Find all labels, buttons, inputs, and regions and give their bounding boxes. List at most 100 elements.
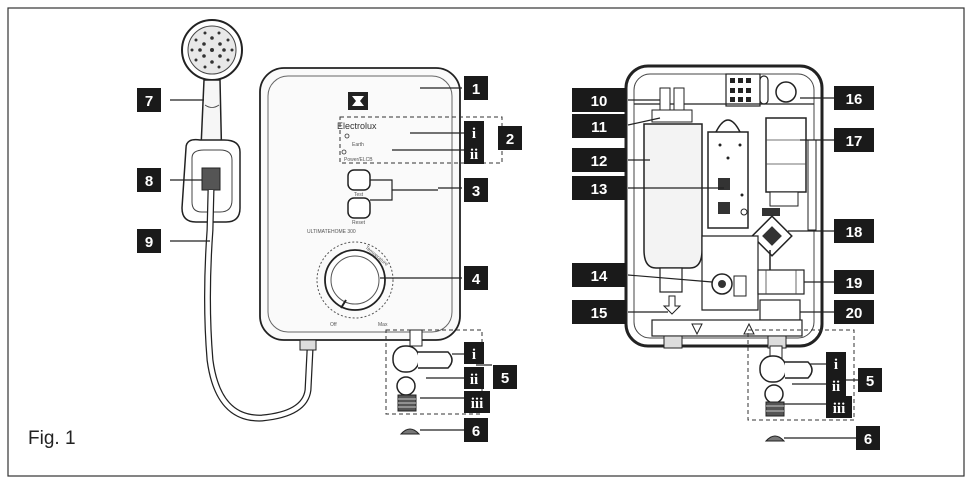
- power-indicator: [341, 149, 347, 155]
- reset-button: [347, 197, 371, 219]
- svg-text:6: 6: [864, 431, 872, 448]
- svg-text:2: 2: [506, 131, 514, 148]
- svg-text:9: 9: [145, 234, 153, 251]
- callout-16: [834, 86, 874, 110]
- svg-text:13: 13: [591, 181, 608, 198]
- svg-text:14: 14: [591, 268, 608, 285]
- callout-9: [137, 229, 161, 253]
- svg-text:18: 18: [846, 224, 863, 241]
- callout-11: [572, 114, 626, 138]
- callout-20: [834, 300, 874, 324]
- callout-18: [834, 219, 874, 243]
- svg-text:15: 15: [591, 305, 608, 322]
- svg-text:ii: ii: [470, 147, 478, 163]
- svg-text:iii: iii: [471, 396, 484, 412]
- callout-5-iii: [464, 391, 490, 413]
- heating-terminals: [651, 109, 693, 123]
- test-button: [347, 169, 371, 191]
- svg-text:ii: ii: [832, 379, 840, 395]
- callout-5r-i: [826, 352, 846, 374]
- svg-text:12: 12: [591, 153, 608, 170]
- svg-text:5: 5: [501, 370, 509, 387]
- inlet-fitting-right: [759, 345, 813, 417]
- svg-text:4: 4: [472, 271, 481, 288]
- callout-5-i: [464, 342, 484, 364]
- inlet-fitting-left: [392, 329, 453, 412]
- svg-text:20: 20: [846, 305, 863, 322]
- callout-13: [572, 176, 626, 200]
- hose-outlet: [299, 339, 317, 351]
- temperature-knob: [324, 249, 386, 311]
- knob-scale: [316, 241, 394, 319]
- svg-text:8: 8: [145, 173, 153, 190]
- heater-interior: [624, 64, 824, 349]
- callout-3: [464, 178, 488, 202]
- svg-text:i: i: [834, 357, 838, 373]
- callout-2-ii: [464, 142, 484, 164]
- max-label: Max: [378, 322, 388, 328]
- flow-switch-housing: [701, 235, 759, 311]
- model-label: ULTIMATEHOME 300: [307, 229, 356, 235]
- cable-entry: [775, 81, 797, 103]
- svg-text:i: i: [472, 347, 476, 363]
- earth-indicator: [344, 133, 350, 139]
- svg-text:7: 7: [145, 93, 153, 110]
- figure-frame: [7, 7, 965, 477]
- power-elcb-label: Power/ELCB: [344, 157, 373, 163]
- elcb-module: [765, 117, 807, 193]
- washer-right: [764, 435, 786, 442]
- callout-5: [493, 365, 517, 389]
- callout-6r: [856, 426, 880, 450]
- callout-1: [464, 76, 488, 100]
- svg-text:6: 6: [472, 423, 480, 440]
- inlet-filter: [759, 299, 801, 321]
- svg-text:ii: ii: [470, 372, 478, 388]
- test-label: Test: [354, 192, 364, 198]
- inlet-dashed-box-right: [747, 329, 855, 421]
- washer-left: [399, 428, 421, 435]
- leader-lines-left: [170, 87, 492, 431]
- callout-19: [834, 270, 874, 294]
- leader-lines-right: [627, 97, 858, 439]
- svg-text:17: 17: [846, 133, 863, 150]
- svg-text:3: 3: [472, 183, 480, 200]
- svg-text:iii: iii: [833, 401, 846, 417]
- earth-label: Earth: [352, 142, 364, 148]
- callout-labels: 7 8 9 1 i ii 2 3 4 i ii iii 5 6 10 11 12: [137, 76, 882, 450]
- callout-8: [137, 168, 161, 192]
- svg-text:1: 1: [472, 81, 480, 98]
- reset-label: Reset: [352, 220, 366, 226]
- svg-text:i: i: [472, 126, 476, 142]
- svg-text:10: 10: [591, 93, 608, 110]
- callout-14: [572, 263, 626, 287]
- callout-6: [464, 418, 488, 442]
- svg-text:11: 11: [591, 119, 607, 136]
- callout-2: [498, 126, 522, 150]
- outlet-arrow: [662, 295, 682, 315]
- off-label: Off: [330, 322, 337, 328]
- callout-5r-ii: [826, 374, 846, 396]
- heater-front: Electrolux Earth Power/ELCB Test Reset U…: [259, 67, 461, 351]
- figure-caption: Fig. 1: [28, 428, 76, 449]
- shower-nozzles: [190, 31, 234, 69]
- svg-text:19: 19: [846, 275, 863, 292]
- callout-5r-iii: [826, 396, 852, 418]
- callout-10: [572, 88, 626, 112]
- svg-text:16: 16: [846, 91, 863, 108]
- outlet-pipe: [663, 335, 683, 349]
- callout-12: [572, 148, 626, 172]
- inlet-dashed-box-left: [385, 329, 483, 415]
- svg-text:5: 5: [866, 373, 874, 390]
- hand-shower: [181, 19, 314, 422]
- callout-5r: [858, 368, 882, 392]
- callout-5-ii: [464, 367, 484, 389]
- callout-17: [834, 128, 874, 152]
- callout-7: [137, 88, 161, 112]
- brand-name: Electrolux: [337, 121, 377, 131]
- inlet-valve: [757, 269, 805, 295]
- callout-4: [464, 266, 488, 290]
- callout-15: [572, 300, 626, 324]
- heater-tank: [643, 123, 703, 269]
- callout-2-i: [464, 121, 484, 143]
